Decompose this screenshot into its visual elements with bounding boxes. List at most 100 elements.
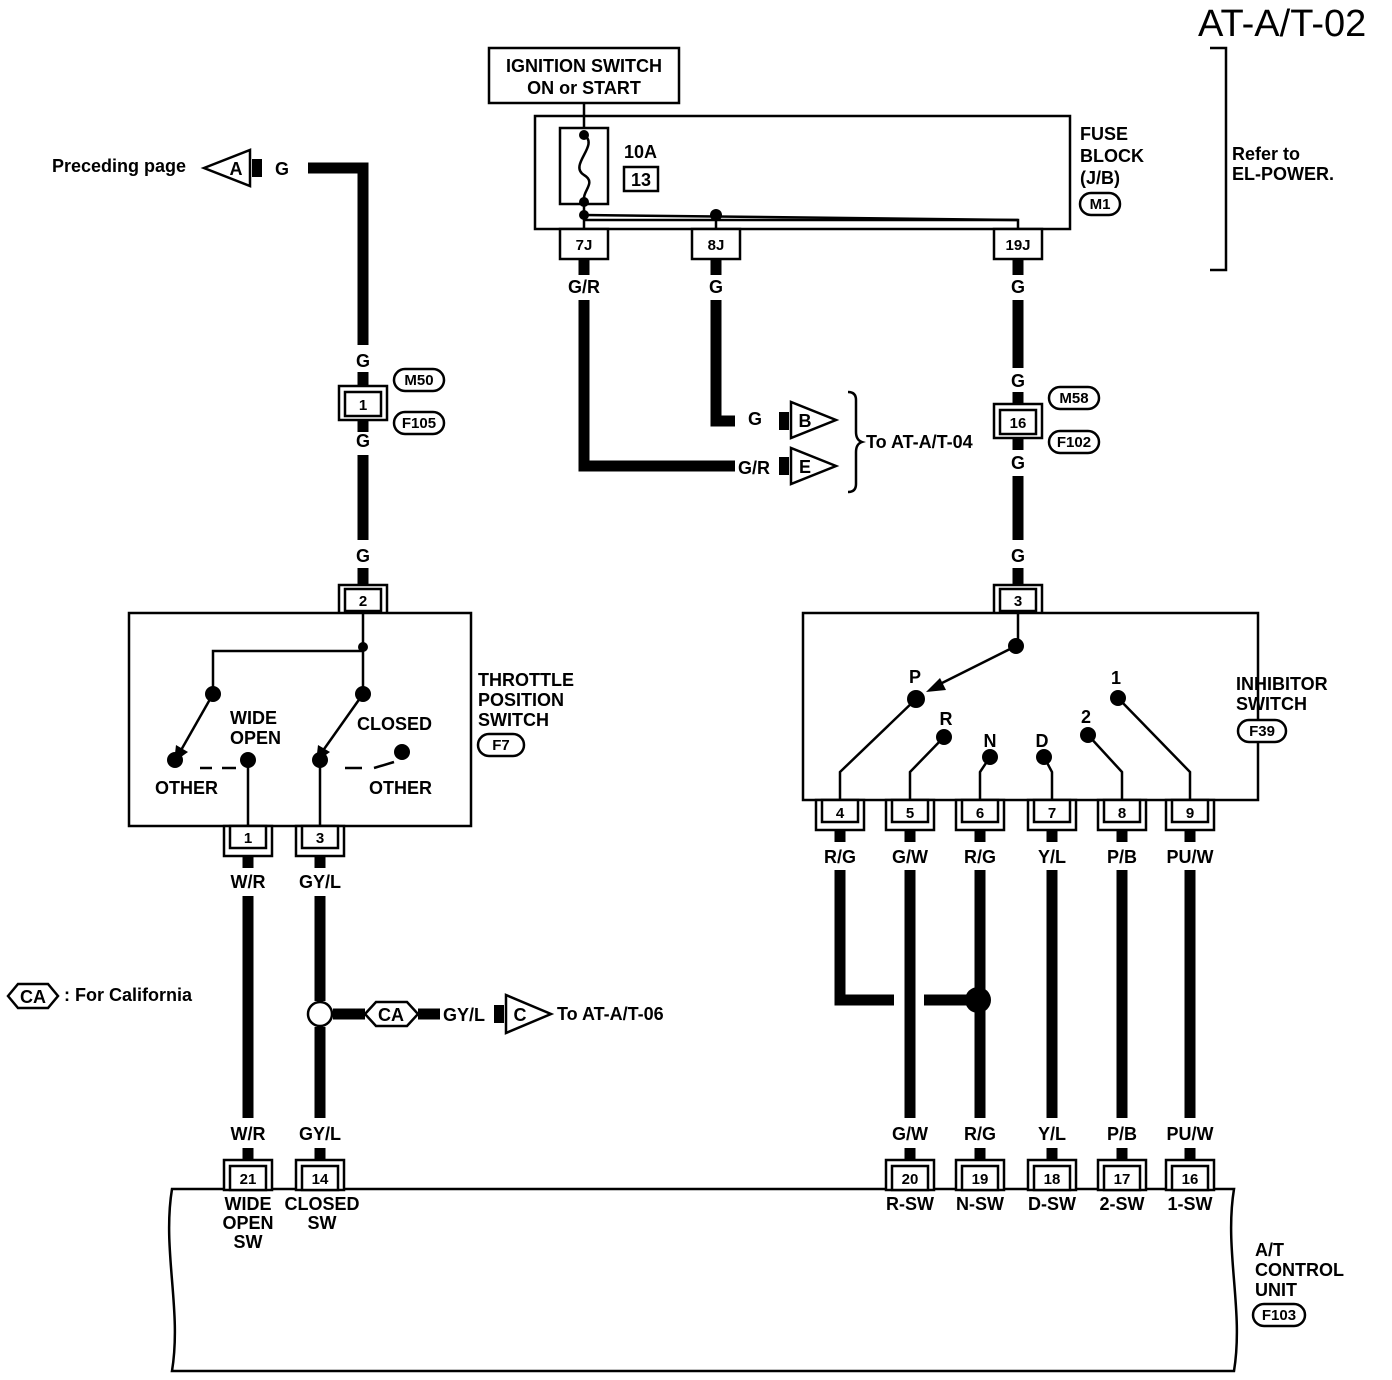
fuse-block-l3: (J/B) (1080, 168, 1120, 188)
throttle-pin-1: 1 (222, 824, 274, 858)
inhibitor-top-color: G (1011, 546, 1025, 566)
pos-2: 2 (1081, 707, 1091, 727)
fuse-amp: 10A (624, 142, 657, 162)
ecu-tp-color-1: W/R (231, 1124, 266, 1144)
page-title: AT-A/T-02 (1198, 3, 1366, 45)
ecu-rsw: R-SW (886, 1194, 934, 1214)
svg-text:4: 4 (836, 805, 845, 822)
svg-text:1: 1 (359, 397, 367, 414)
fuse-block-l1: FUSE (1080, 124, 1128, 144)
svg-text:G: G (356, 431, 370, 451)
ecu-pin-16: 16 (1164, 1158, 1216, 1192)
throttle-pin-3: 3 (294, 824, 346, 858)
ignition-line1: IGNITION SWITCH (506, 56, 662, 76)
svg-text:A: A (230, 159, 243, 179)
inhibitor-name-1: INHIBITOR (1236, 674, 1328, 694)
svg-text:7: 7 (1048, 805, 1056, 822)
ecu-wide-2: OPEN (222, 1213, 273, 1233)
svg-text:1: 1 (244, 830, 252, 847)
svg-text:19: 19 (972, 1171, 989, 1188)
to-at04-b: B (799, 411, 812, 431)
california-legend: CA : For California (6, 982, 193, 1010)
fuse-pin-19j: 19J (992, 227, 1044, 261)
svg-text:21: 21 (240, 1171, 257, 1188)
inh-color-6: R/G (964, 847, 996, 867)
inh-color-7: Y/L (1038, 847, 1066, 867)
pos-r: R (940, 709, 953, 729)
closed-label: CLOSED (357, 714, 432, 734)
ecu-nsw: N-SW (956, 1194, 1004, 1214)
svg-text:G: G (1011, 371, 1025, 391)
ca-label: : For California (64, 985, 193, 1005)
ecu-pin-17: 17 (1096, 1158, 1148, 1192)
ecu-1sw: 1-SW (1168, 1194, 1213, 1214)
to-at06-group: CA GY/L C To AT-A/T-06 (333, 993, 664, 1035)
ecu-wide-3: SW (234, 1232, 263, 1252)
svg-text:7J: 7J (576, 237, 593, 254)
ecu-pin-14: 14 (294, 1158, 346, 1192)
ca-badge: CA (20, 987, 46, 1007)
refer-l2: EL-POWER. (1232, 164, 1334, 184)
ecu-wide-1: WIDE (225, 1194, 272, 1214)
to-at04-e-color: G/R (738, 458, 770, 478)
fuse-block: 10A 13 FUSE BLOCK (J/B) M1 (533, 103, 1144, 232)
ecu-name-3: UNIT (1255, 1280, 1297, 1300)
pos-1: 1 (1111, 668, 1121, 688)
ecu-closed-1: CLOSED (284, 1194, 359, 1214)
inhibitor-name-2: SWITCH (1236, 694, 1307, 714)
inh-color-8: P/B (1107, 847, 1137, 867)
ecu-pin-21: 21 (222, 1158, 274, 1192)
ecu-tp-color-2: GY/L (299, 1124, 341, 1144)
to-at04-label: To AT-A/T-04 (866, 432, 973, 452)
to-at04-e: E (799, 457, 811, 477)
to-at04-b-color: G (748, 409, 762, 429)
ecu-2sw: 2-SW (1100, 1194, 1145, 1214)
ecu-pin-18: 18 (1026, 1158, 1078, 1192)
svg-text:G: G (356, 351, 370, 371)
pos-p: P (909, 667, 921, 687)
inh-color-5: G/W (892, 847, 928, 867)
f105-label: F105 (402, 415, 436, 432)
other-label-1: OTHER (155, 778, 218, 798)
inhibitor-pin-6: 6 (954, 798, 1006, 832)
svg-text:16: 16 (1182, 1171, 1199, 1188)
f102-label: F102 (1057, 434, 1091, 451)
connector-m58: G 16 G M58 F102 (992, 371, 1101, 473)
svg-text:20: 20 (902, 1171, 919, 1188)
ecu-in-color-4: P/B (1107, 1124, 1137, 1144)
svg-text:6: 6 (976, 805, 984, 822)
ecu-pin-19: 19 (954, 1158, 1006, 1192)
inhibitor-pin-5: 5 (884, 798, 936, 832)
at06-color: GY/L (443, 1005, 485, 1025)
m58-label: M58 (1059, 390, 1088, 407)
wide-label-1: WIDE (230, 708, 277, 728)
svg-text:17: 17 (1114, 1171, 1131, 1188)
preceding-page: Preceding page A G (52, 148, 369, 345)
ecu-in-color-1: G/W (892, 1124, 928, 1144)
svg-text:14: 14 (312, 1171, 329, 1188)
svg-text:8J: 8J (708, 237, 725, 254)
svg-text:3: 3 (1014, 593, 1022, 610)
refer-bracket: Refer to EL-POWER. (1210, 46, 1334, 272)
svg-text:9: 9 (1186, 805, 1194, 822)
svg-text:3: 3 (316, 830, 324, 847)
wire-19j-color: G (1011, 277, 1025, 297)
fuse-icon (578, 133, 591, 199)
refer-l1: Refer to (1232, 144, 1300, 164)
throttle-position-switch: 2 WIDE OPEN CLOSED OTHER OTHER THROTTLE … (127, 583, 574, 828)
throttle-connector: F7 (492, 737, 510, 754)
at-control-unit: A/T CONTROL UNIT F103 (167, 1187, 1344, 1373)
preceding-label: Preceding page (52, 156, 186, 176)
at06-ca-badge: CA (378, 1005, 404, 1025)
throttle-wire-color-2: GY/L (299, 872, 341, 892)
throttle-name-2: POSITION (478, 690, 564, 710)
svg-text:G: G (1011, 453, 1025, 473)
fuse-pin-8j: 8J (690, 227, 742, 261)
ecu-dsw: D-SW (1028, 1194, 1076, 1214)
ecu-in-color-3: Y/L (1038, 1124, 1066, 1144)
inhibitor-pin-8: 8 (1096, 798, 1148, 832)
inh-color-9: PU/W (1167, 847, 1214, 867)
throttle-name-1: THROTTLE (478, 670, 574, 690)
